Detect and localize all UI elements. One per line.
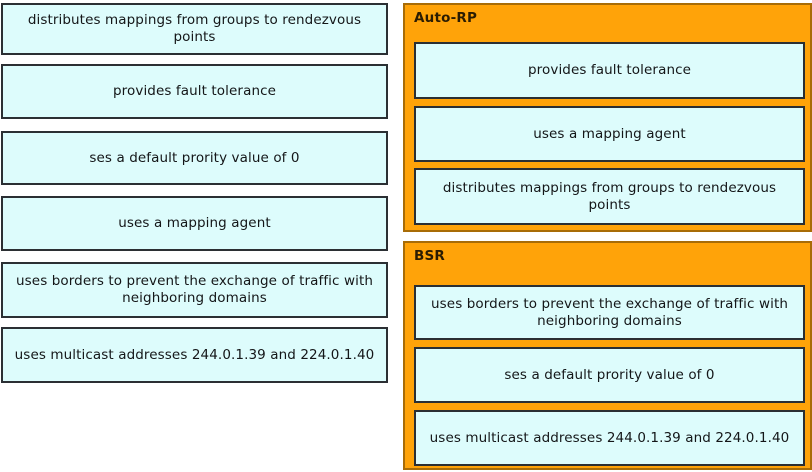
answer-choice-label: provides fault tolerance (112, 83, 277, 100)
answer-choice[interactable]: uses borders to prevent the exchange of … (1, 262, 388, 318)
answer-choice-label: uses a mapping agent (118, 215, 271, 232)
answer-choice[interactable]: uses multicast addresses 244.0.1.39 and … (1, 327, 388, 383)
dropped-answer-item[interactable]: ses a default prority value of 0 (414, 347, 805, 403)
dropped-answer-label: provides fault tolerance (527, 62, 692, 79)
target-category-bsr[interactable]: BSR uses borders to prevent the exchange … (403, 241, 812, 470)
dropped-answer-label: ses a default prority value of 0 (504, 366, 715, 383)
dropped-answer-item[interactable]: distributes mappings from groups to rend… (414, 168, 805, 225)
answer-choice[interactable]: ses a default prority value of 0 (1, 131, 388, 185)
answer-choice-label: ses a default prority value of 0 (89, 149, 300, 166)
answer-choice-label: uses borders to prevent the exchange of … (16, 273, 373, 306)
dropped-answer-item[interactable]: uses borders to prevent the exchange of … (414, 285, 805, 340)
dropped-answer-label: distributes mappings from groups to rend… (442, 179, 777, 213)
answer-choice[interactable]: distributes mappings from groups to rend… (1, 3, 388, 55)
answer-choice[interactable]: uses a mapping agent (1, 196, 388, 251)
target-category-title: Auto-RP (414, 10, 478, 26)
dropped-answer-item[interactable]: provides fault tolerance (414, 42, 805, 99)
dropped-answer-label: uses a mapping agent (533, 125, 686, 142)
target-category-auto-rp[interactable]: Auto-RP provides fault tolerance uses a ma… (403, 3, 812, 232)
dropped-answer-item[interactable]: uses a mapping agent (414, 106, 805, 162)
source-answer-pool: distributes mappings from groups to rend… (0, 0, 392, 472)
target-category-title: BSR (414, 248, 446, 264)
answer-choice-label: uses multicast addresses 244.0.1.39 and … (14, 346, 375, 363)
dropped-answer-label: uses borders to prevent the exchange of … (431, 295, 788, 329)
answer-choice[interactable]: provides fault tolerance (1, 64, 388, 119)
dropped-answer-label: uses multicast addresses 244.0.1.39 and … (429, 429, 790, 446)
dropped-answer-item[interactable]: uses multicast addresses 244.0.1.39 and … (414, 410, 805, 466)
answer-choice-label: distributes mappings from groups to rend… (27, 12, 362, 45)
